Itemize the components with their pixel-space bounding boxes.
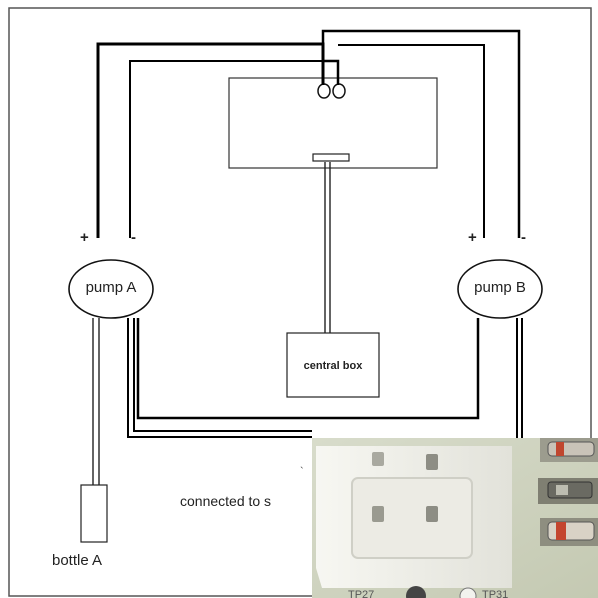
pin-2 (426, 454, 438, 470)
pin-3 (372, 506, 384, 522)
unit-connector (312, 153, 350, 162)
bottle-a (80, 484, 108, 543)
pump-b-minus-label: - (521, 229, 526, 246)
connected-note: connected to s (180, 493, 272, 509)
pump-a-minus-label: - (131, 229, 136, 246)
outer-frame (8, 7, 592, 597)
pin-1 (372, 452, 384, 466)
bottle-a-label: bottle A (52, 552, 103, 569)
central-box-label: central box (303, 360, 363, 372)
pump-b-plus-label: + (468, 229, 477, 246)
pump-a (68, 259, 154, 319)
resistor-2 (547, 481, 593, 499)
pump-a-label: pump A (85, 279, 137, 296)
pcb-photo-inset: TP27 TP31 (312, 438, 598, 598)
terminal-right (332, 83, 346, 99)
resistor-3 (547, 521, 595, 541)
pin-4 (426, 506, 438, 522)
silkscreen-tp31: TP31 (482, 589, 508, 598)
test-point-right (459, 587, 477, 598)
silkscreen-tp27: TP27 (348, 589, 374, 598)
terminal-left (317, 83, 331, 99)
top-wires (96, 29, 521, 238)
central-box (286, 332, 380, 398)
pump-a-plus-label: + (80, 229, 89, 246)
bottom-loop-wires (127, 318, 523, 438)
stray-mark: ` (300, 466, 304, 478)
pcb-photo: TP27 TP31 (312, 438, 598, 598)
test-point-left (406, 586, 426, 598)
pump-b (457, 259, 543, 319)
pump-b-label: pump B (474, 279, 526, 296)
resistor-1 (547, 441, 595, 457)
